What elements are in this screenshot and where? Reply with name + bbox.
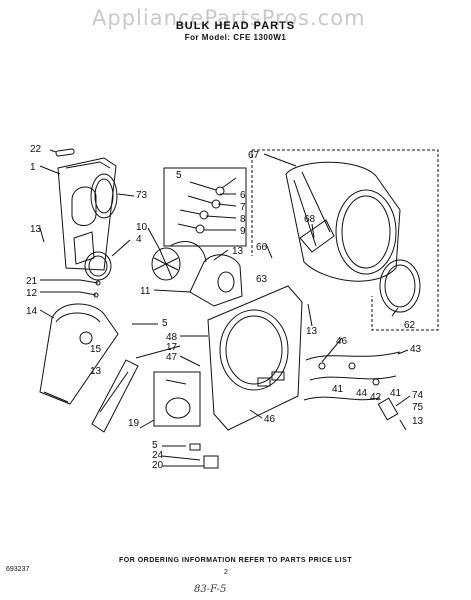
callout-22: 22	[30, 144, 42, 155]
callout-67: 67	[248, 150, 260, 161]
callout-43: 43	[410, 344, 422, 355]
callout-4: 4	[136, 234, 142, 245]
part-4-ring	[84, 251, 112, 281]
callout-14: 14	[26, 306, 38, 317]
callout-6: 6	[240, 190, 246, 201]
handwritten-note: 83-F-5	[194, 584, 227, 595]
callout-15: 15	[90, 344, 102, 355]
callout-13: 13	[90, 366, 102, 377]
page-number: 2	[224, 569, 228, 576]
part-22-rod	[55, 148, 75, 157]
right-side-parts	[303, 351, 401, 421]
watermark: AppliancePartsPros.com	[92, 6, 366, 30]
diagram-title: BULK HEAD PARTS	[175, 20, 296, 32]
callout-62: 62	[404, 320, 416, 331]
callout-48: 48	[166, 332, 178, 343]
leader-lines	[39, 149, 411, 467]
callout-5: 5	[162, 318, 168, 329]
callout-44: 44	[356, 388, 368, 399]
part-14-blower-housing	[39, 303, 119, 405]
callout-41: 41	[332, 384, 344, 395]
callout-13: 13	[306, 326, 318, 337]
callout-12: 12	[26, 288, 38, 299]
callout-13: 13	[412, 416, 424, 427]
callout-75: 75	[412, 402, 424, 413]
part-11-cover-plate	[189, 254, 243, 307]
callout-68: 68	[304, 214, 316, 225]
callout-24: 24	[152, 450, 164, 461]
ordering-note: FOR ORDERING INFORMATION REFER TO PARTS …	[118, 557, 353, 564]
callout-21: 21	[26, 276, 38, 287]
part-1-front-panel	[57, 157, 117, 271]
part-62-drum-seal	[379, 259, 421, 313]
part-19-belt-box	[153, 371, 201, 427]
callout-13: 13	[30, 224, 42, 235]
callout-7: 7	[240, 202, 246, 213]
callout-19: 19	[128, 418, 140, 429]
callout-10: 10	[136, 222, 148, 233]
model-line: For Model: CFE 1300W1	[184, 33, 287, 42]
parts-21-12-fasteners	[79, 279, 101, 298]
part-67-drum-box	[251, 149, 439, 331]
callout-63: 63	[256, 274, 268, 285]
callout-5: 5	[152, 440, 158, 451]
callout-41: 41	[390, 388, 402, 399]
callout-66: 66	[256, 242, 268, 253]
part-10-blower-wheel	[151, 247, 181, 281]
drum	[285, 161, 401, 282]
callout-73: 73	[136, 190, 148, 201]
part-17-bracket	[91, 359, 139, 433]
callout-46: 46	[336, 336, 348, 347]
callout-11: 11	[140, 286, 151, 297]
callout-74: 74	[412, 390, 424, 401]
document-part-code: 693237	[6, 566, 30, 573]
callout-1: 1	[30, 162, 36, 173]
part-20-switch	[189, 443, 219, 469]
assembly-arrow	[169, 241, 207, 263]
parts-5-9-hardware-box	[163, 167, 247, 247]
callout-8: 8	[240, 214, 246, 225]
part-48-bulkhead	[207, 285, 303, 431]
callout-47: 47	[166, 352, 178, 363]
callout-numbers: 2217313421121415135678910131167686663625…	[26, 144, 424, 471]
callout-20: 20	[152, 460, 164, 471]
callout-13: 13	[232, 246, 244, 257]
part-73-gasket	[90, 173, 118, 219]
callout-5: 5	[176, 170, 182, 181]
callout-9: 9	[240, 226, 246, 237]
callout-42: 42	[370, 392, 382, 403]
callout-17: 17	[166, 342, 178, 353]
callout-46: 46	[264, 414, 276, 425]
